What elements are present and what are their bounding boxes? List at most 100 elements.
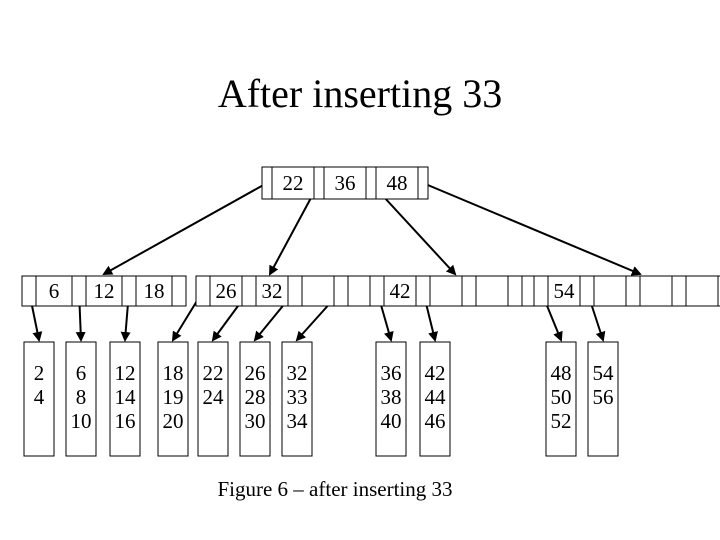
leaf-box — [239, 341, 271, 457]
leaf-box — [109, 341, 141, 457]
leaf-key: 52 — [551, 409, 572, 433]
leaf-key: 18 — [163, 361, 184, 385]
leaf-key: 20 — [163, 409, 184, 433]
pointer-slot — [671, 275, 687, 307]
leaf-node: 24 — [23, 341, 55, 457]
leaf-key: 56 — [593, 385, 614, 409]
key-slot — [255, 275, 289, 307]
leaf-box — [197, 341, 229, 457]
pointer-slot — [195, 275, 211, 307]
pointer-slot — [365, 166, 377, 200]
leaf-key: 8 — [76, 385, 87, 409]
leaf-key: 50 — [551, 385, 572, 409]
leaf-key: 26 — [245, 361, 266, 385]
internal-node: 26 32 — [195, 275, 395, 307]
leaf-key: 10 — [71, 409, 92, 433]
slide-title: After inserting 33 — [217, 71, 503, 116]
pointer-slot — [287, 275, 303, 307]
tree-edge — [102, 182, 268, 275]
tree-edge — [422, 182, 642, 276]
internal-key: 6 — [49, 279, 60, 303]
key-slot — [323, 166, 367, 200]
key-slot — [85, 275, 123, 307]
root-key: 48 — [387, 171, 408, 195]
key-slot — [375, 166, 419, 200]
pointer-slot — [71, 275, 87, 307]
internal-key: 18 — [144, 279, 165, 303]
leaf-key: 28 — [245, 385, 266, 409]
key-slot — [209, 275, 243, 307]
leaf-box — [23, 341, 55, 457]
key-slot — [271, 166, 315, 200]
pointer-slot — [415, 275, 431, 307]
pointer-slot — [533, 275, 549, 307]
leaf-box — [157, 341, 189, 457]
leaf-box — [65, 341, 97, 457]
leaf-key: 14 — [115, 385, 137, 409]
leaf-key: 30 — [245, 409, 266, 433]
leaf-box — [419, 341, 451, 457]
pointer-slot — [461, 275, 477, 307]
leaf-key: 22 — [203, 361, 224, 385]
leaf-key: 48 — [551, 361, 572, 385]
leaf-key: 38 — [381, 385, 402, 409]
key-slot — [301, 275, 335, 307]
leaf-key: 12 — [115, 361, 136, 385]
leaf-box — [281, 341, 313, 457]
leaf-box — [375, 341, 407, 457]
root-node: 22 36 48 — [261, 166, 429, 200]
key-slot — [135, 275, 173, 307]
internal-key: 32 — [262, 279, 283, 303]
leaf-key: 36 — [381, 361, 402, 385]
leaf-key: 54 — [593, 361, 615, 385]
key-slot — [429, 275, 463, 307]
pointer-slot — [21, 275, 37, 307]
pointer-slot — [579, 275, 595, 307]
pointer-slot — [417, 166, 429, 200]
pointer-slot — [625, 275, 641, 307]
leaf-key: 19 — [163, 385, 184, 409]
pointer-slot — [717, 275, 720, 307]
leaf-key: 46 — [425, 409, 446, 433]
pointer-slot — [313, 166, 325, 200]
internal-node: 54 — [533, 275, 720, 307]
leaf-box — [587, 341, 619, 457]
pointer-slot — [171, 275, 187, 307]
pointer-slot — [241, 275, 257, 307]
pointer-slot — [369, 275, 385, 307]
figure-caption: Figure 6 – after inserting 33 — [217, 477, 453, 501]
internal-key: 42 — [390, 279, 411, 303]
leaf-key: 2 — [34, 361, 45, 385]
leaf-key: 32 — [287, 361, 308, 385]
leaf-key: 6 — [76, 361, 87, 385]
leaf-key: 40 — [381, 409, 402, 433]
pointer-slot — [121, 275, 137, 307]
key-slot — [685, 275, 719, 307]
leaf-key: 34 — [287, 409, 309, 433]
leaf-key: 33 — [287, 385, 308, 409]
leaf-key: 16 — [115, 409, 136, 433]
leaf-key: 24 — [203, 385, 225, 409]
internal-key: 54 — [554, 279, 576, 303]
key-slot — [475, 275, 509, 307]
root-key: 22 — [283, 171, 304, 195]
pointer-slot — [333, 275, 349, 307]
key-slot — [383, 275, 417, 307]
root-key: 36 — [335, 171, 356, 195]
key-slot — [593, 275, 627, 307]
internal-key: 26 — [216, 279, 237, 303]
pointer-slot — [261, 166, 273, 200]
key-slot — [639, 275, 673, 307]
